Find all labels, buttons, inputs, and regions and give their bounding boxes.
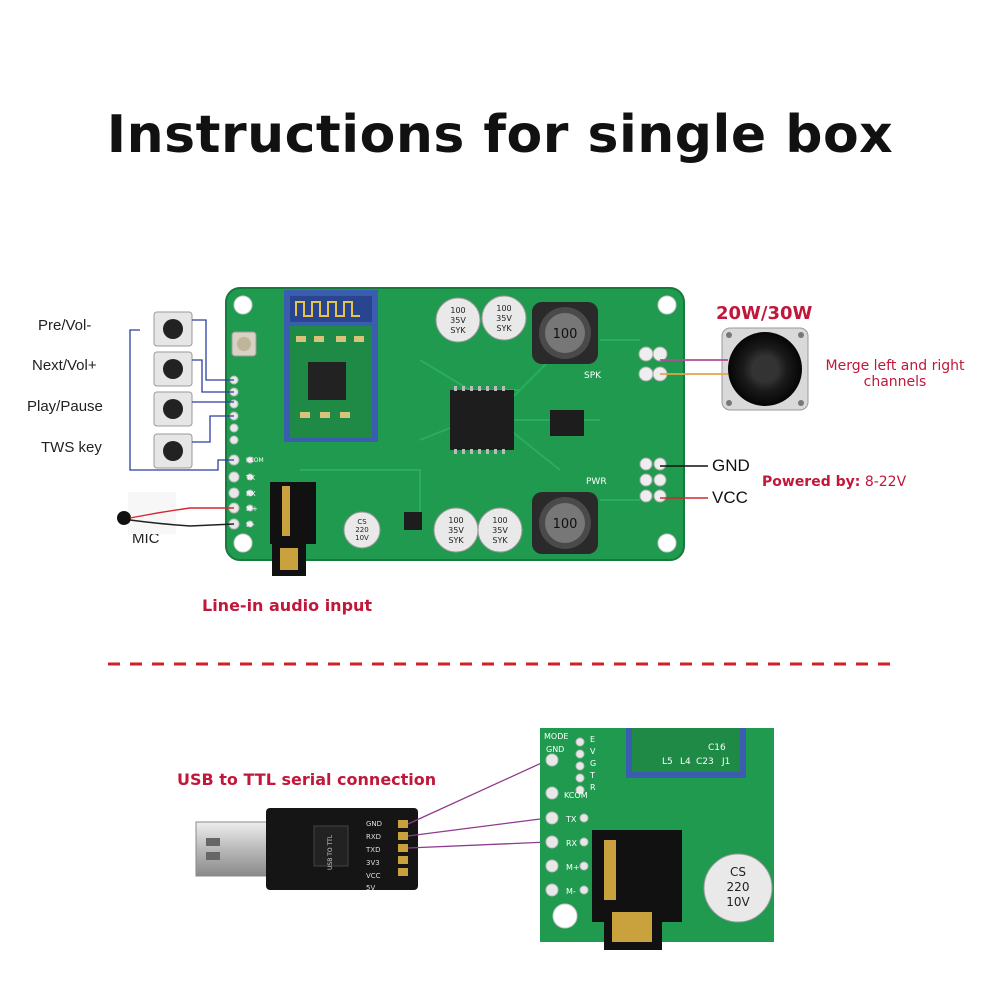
page-title: Instructions for single box: [106, 105, 894, 165]
usb-ttl-label: USB to TTL serial connection: [177, 770, 437, 789]
cap-text-3: SYK: [492, 536, 508, 545]
usb-pin-vcc: VCC: [366, 872, 381, 880]
capacitor-small: CS 220 10V: [343, 511, 381, 549]
tact-button-2: [153, 351, 193, 387]
cap-text-1: 100: [450, 306, 465, 315]
cap-text-2: 35V: [448, 526, 464, 535]
cap-text-2: 35V: [496, 314, 512, 323]
usb-pin-5v: 5V: [366, 884, 375, 892]
capacitor-bottom-1: 100 35V SYK: [433, 507, 479, 553]
closeup-cap-text-3: 10V: [726, 895, 750, 909]
merge-channels-label: Merge left and right channels: [812, 358, 978, 390]
powered-by-label: Powered by:: [762, 474, 861, 490]
inductor-bottom: 100: [532, 492, 598, 554]
closeup-top-pin-r: R: [590, 783, 596, 792]
chip-label-c23: C23: [696, 757, 714, 767]
speaker-terminal: [638, 346, 668, 382]
closeup-kcom-label: KCOM: [564, 791, 588, 800]
closeup-top-pin-e: E: [590, 735, 595, 744]
usb-pin-gnd: GND: [366, 820, 382, 828]
speaker: [721, 327, 809, 411]
main-pcb: 100 35V SYK 100 35V SYK 100 35V SYK 100 …: [225, 287, 685, 576]
gnd-label: GND: [712, 456, 750, 475]
kcom-silkscreen: KCOM: [246, 457, 264, 464]
inductor-text: 100: [553, 327, 578, 342]
chip-label-j1: J1: [721, 757, 730, 767]
tact-buttons: [153, 311, 193, 469]
usb-pin-rxd: RXD: [366, 833, 381, 841]
button-label-pre-vol: Pre/Vol-: [38, 317, 92, 334]
pin-rx-silkscreen: RX: [246, 490, 256, 498]
closeup-tx-label: TX: [565, 815, 577, 824]
button-label-tws: TWS key: [41, 439, 102, 456]
cap-text-1: 100: [496, 304, 511, 313]
spk-silkscreen: SPK: [584, 371, 602, 381]
cap-text-1: 100: [492, 516, 507, 525]
cap-text-3: SYK: [448, 536, 464, 545]
mic-label: MIC: [132, 530, 160, 547]
capacitor-bottom-2: 100 35V SYK: [477, 507, 523, 553]
usb-module-text: USB TO TTL: [327, 834, 334, 870]
pin-tx-silkscreen: TX: [245, 474, 255, 482]
tact-button-4: [153, 433, 193, 469]
cap-text-1: 100: [448, 516, 463, 525]
button-label-play-pause: Play/Pause: [27, 398, 103, 415]
inductor-top: 100: [532, 302, 598, 364]
button-label-next-vol: Next/Vol+: [32, 357, 97, 374]
line-in-label: Line-in audio input: [202, 596, 373, 615]
pwr-silkscreen: PWR: [586, 477, 607, 487]
cap-small-text-2: 220: [355, 526, 368, 534]
chip-label-l5: L5: [662, 757, 673, 767]
cap-text-2: 35V: [492, 526, 508, 535]
closeup-pcb: L5 L4 C23 J1 C16 MODE GND KCOM TX RX M+ …: [540, 728, 774, 950]
powered-by-value: 8-22V: [864, 474, 907, 490]
tact-button-3: [153, 391, 193, 427]
usb-ttl-module: USB TO TTL GND RXD TXD 3V3 VCC 5V: [195, 808, 418, 892]
cap-text-3: SYK: [496, 324, 512, 333]
powered-by: Powered by: 8-22V: [762, 474, 906, 490]
closeup-mminus-label: M-: [566, 887, 576, 896]
closeup-gnd-label: GND: [546, 745, 564, 754]
pin-mminus-silkscreen: M-: [246, 521, 255, 529]
merge-line-1: Merge left and right: [825, 358, 965, 374]
vcc-label: VCC: [712, 488, 748, 507]
usb-pin-txd: TXD: [365, 846, 380, 854]
cap-small-text-3: 10V: [355, 534, 369, 542]
tact-button-1: [153, 311, 193, 347]
power-terminal: [639, 457, 667, 503]
diode: [550, 410, 584, 436]
chip-label-c16: C16: [708, 743, 726, 753]
serial-wires: [407, 759, 549, 849]
capacitor-top-2: 100 35V SYK: [481, 295, 527, 341]
cap-text-2: 35V: [450, 316, 466, 325]
microphone: [117, 492, 235, 534]
closeup-top-pin-v: V: [590, 747, 596, 756]
closeup-cap-text-2: 220: [727, 880, 750, 894]
amplifier-chip: [450, 390, 514, 450]
inductor-text: 100: [553, 517, 578, 532]
cap-text-3: SYK: [450, 326, 466, 335]
capacitor-top-1: 100 35V SYK: [435, 297, 481, 343]
cap-small-text-1: CS: [357, 518, 367, 526]
speaker-power-label: 20W/30W: [716, 303, 813, 324]
bluetooth-module: [284, 290, 378, 442]
button-wires: [129, 319, 234, 471]
closeup-rx-label: RX: [566, 839, 578, 848]
merge-line-2: channels: [863, 374, 927, 390]
closeup-cap-text-1: CS: [730, 865, 746, 879]
audio-jack: [270, 482, 316, 576]
closeup-mplus-label: M+: [566, 863, 580, 872]
closeup-mode-label: MODE: [544, 732, 568, 741]
pin-mplus-silkscreen: M+: [246, 505, 258, 513]
chip-label-l4: L4: [680, 757, 691, 767]
closeup-top-pin-t: T: [589, 771, 595, 780]
closeup-top-pin-g: G: [590, 759, 596, 768]
usb-pin-3v3: 3V3: [366, 859, 380, 867]
